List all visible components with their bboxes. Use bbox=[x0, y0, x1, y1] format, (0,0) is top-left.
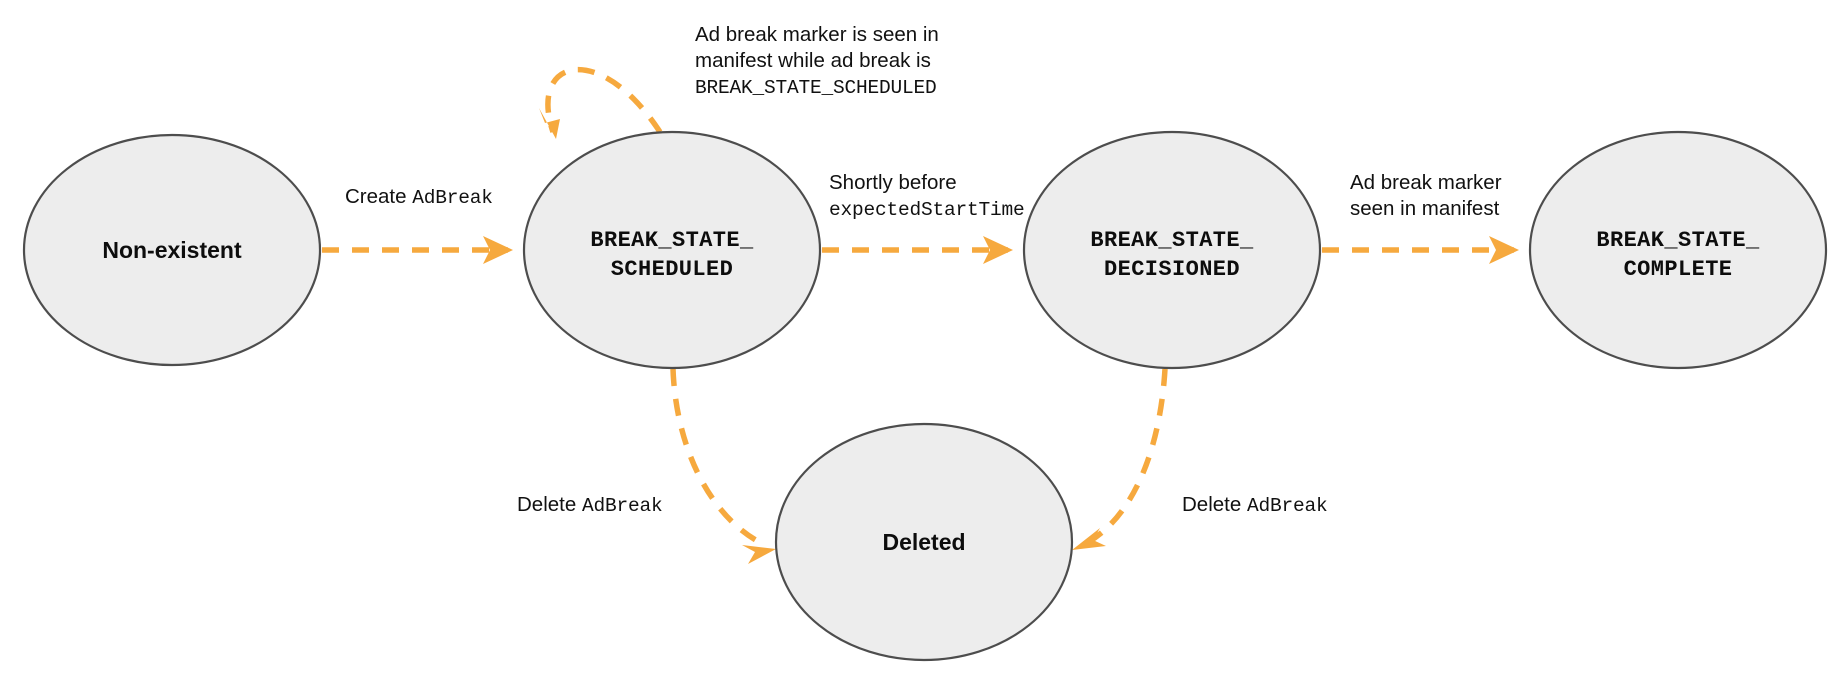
edge-line bbox=[670, 368, 767, 548]
node-shape bbox=[1528, 130, 1828, 370]
edge-label-self-loop-scheduled: Ad break marker is seen in manifest while… bbox=[695, 22, 939, 101]
arrow-head-icon bbox=[1072, 528, 1106, 550]
state-node-break-state-decisioned[interactable]: BREAK_STATE_ DECISIONED bbox=[1022, 130, 1322, 370]
state-node-break-state-complete[interactable]: BREAK_STATE_ COMPLETE bbox=[1528, 130, 1828, 370]
edge-label-decisioned-to-deleted: Delete AdBreak bbox=[1182, 492, 1328, 519]
edge-label-line-2: seen in manifest bbox=[1350, 197, 1500, 220]
state-node-deleted[interactable]: Deleted bbox=[774, 422, 1074, 662]
edge-decisioned-to-complete bbox=[1322, 236, 1519, 264]
edge-label-text-sans: Delete bbox=[517, 493, 582, 516]
edge-label-line-1: Ad break marker bbox=[1350, 171, 1502, 194]
edge-label-line-1: Ad break marker is seen in bbox=[695, 23, 939, 46]
node-shape bbox=[1022, 130, 1322, 370]
node-label: Non-existent bbox=[102, 237, 242, 263]
arrow-head-icon bbox=[742, 545, 776, 564]
edge-label-text-sans: Delete bbox=[1182, 493, 1247, 516]
arrow-head-icon bbox=[539, 108, 560, 139]
edge-create-adbreak bbox=[322, 236, 513, 264]
edge-label-line-2: manifest while ad break is bbox=[695, 49, 931, 72]
node-label-line1: BREAK_STATE_ bbox=[1596, 228, 1760, 253]
node-shape bbox=[22, 133, 322, 367]
arrow-head-icon bbox=[1489, 236, 1519, 264]
edge-label-line-2: expectedStartTime bbox=[829, 199, 1025, 221]
edge-label-text-mono: AdBreak bbox=[1246, 495, 1328, 517]
edge-self-loop-scheduled bbox=[539, 66, 663, 139]
arrow-head-icon bbox=[483, 236, 513, 264]
edge-decisioned-to-deleted bbox=[1072, 368, 1168, 550]
edge-label-line-3: BREAK_STATE_SCHEDULED bbox=[695, 77, 937, 99]
edge-label-text-mono: AdBreak bbox=[581, 495, 663, 517]
node-label-line2: COMPLETE bbox=[1624, 257, 1733, 282]
edge-label-scheduled-to-deleted: Delete AdBreak bbox=[517, 492, 663, 519]
edge-label-line-1: Shortly before bbox=[829, 171, 957, 194]
state-node-non-existent[interactable]: Non-existent bbox=[22, 133, 322, 367]
node-label: Deleted bbox=[882, 529, 965, 555]
node-label-line2: DECISIONED bbox=[1104, 257, 1240, 282]
edge-label-create-adbreak: Create AdBreak bbox=[345, 184, 493, 211]
edge-scheduled-to-deleted bbox=[670, 368, 776, 564]
edge-line bbox=[1081, 368, 1168, 548]
edge-scheduled-to-decisioned bbox=[822, 236, 1013, 264]
arrow-head-icon bbox=[983, 236, 1013, 264]
edge-label-scheduled-to-decisioned: Shortly before expectedStartTime bbox=[829, 170, 1025, 223]
edge-line bbox=[545, 66, 663, 134]
edge-label-text-mono: AdBreak bbox=[412, 187, 493, 209]
node-label-line1: BREAK_STATE_ bbox=[590, 228, 754, 253]
node-label-line1: BREAK_STATE_ bbox=[1090, 228, 1254, 253]
state-node-break-state-scheduled[interactable]: BREAK_STATE_ SCHEDULED bbox=[522, 130, 822, 370]
node-shape bbox=[522, 130, 822, 370]
edge-label-decisioned-to-complete: Ad break marker seen in manifest bbox=[1350, 170, 1502, 222]
node-label-line2: SCHEDULED bbox=[611, 257, 733, 282]
node-shape bbox=[774, 422, 1074, 662]
edge-label-text-sans: Create bbox=[345, 185, 413, 208]
